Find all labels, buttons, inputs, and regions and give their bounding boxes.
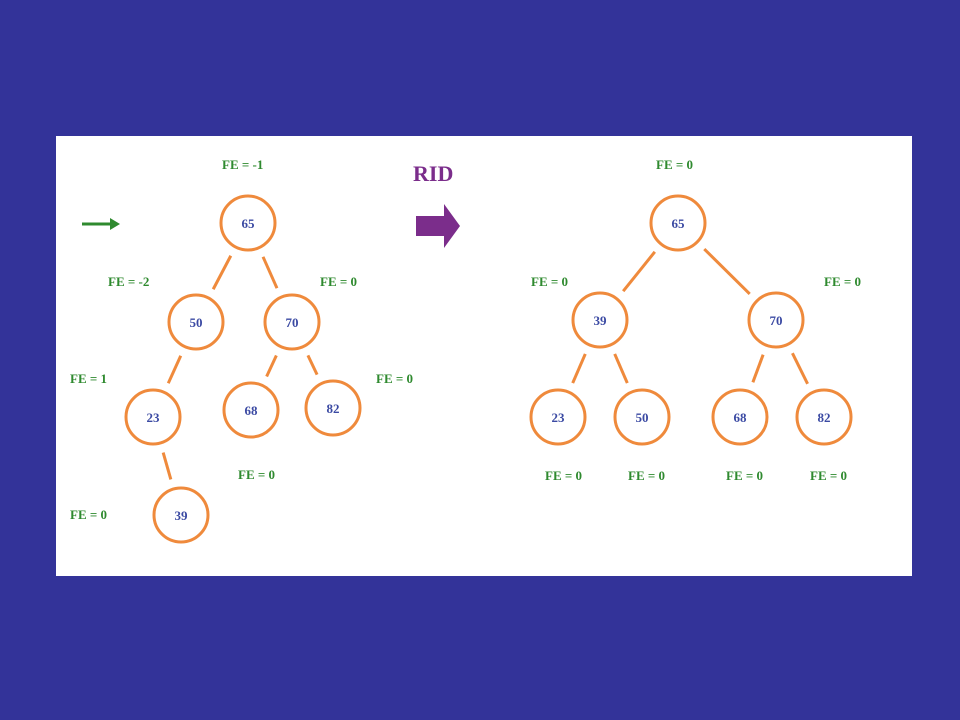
right-tree-node-circle — [649, 194, 707, 252]
right-tree-node-circle — [529, 388, 587, 446]
right-tree-edge — [571, 353, 587, 384]
left-tree-edge — [166, 355, 183, 384]
right-tree-fe-label-50: FE = 0 — [628, 468, 665, 483]
right-tree-fe-label-65: FE = 0 — [656, 157, 693, 172]
left-tree-node-70: 70 — [263, 293, 321, 351]
right-tree-node-70: 70 — [747, 291, 805, 349]
right-tree-edge — [751, 354, 765, 383]
left-tree-node-23: 23 — [124, 388, 182, 446]
left-tree-node-key: 70 — [286, 315, 299, 330]
right-tree-fe-label-82: FE = 0 — [810, 468, 847, 483]
right-tree-fe-label-68: FE = 0 — [726, 468, 763, 483]
left-tree-node-50: 50 — [167, 293, 225, 351]
left-tree-node-68: 68 — [222, 381, 280, 439]
left-tree-fe-label-70: FE = 0 — [320, 274, 357, 289]
left-tree-edge — [211, 255, 233, 290]
left-tree-node-39: 39 — [152, 486, 210, 544]
left-tree-node-key: 50 — [190, 315, 203, 330]
right-tree-node-key: 82 — [818, 410, 831, 425]
left-tree-node-circle — [124, 388, 182, 446]
left-tree-node-65: 65 — [219, 194, 277, 252]
right-tree-node-circle — [711, 388, 769, 446]
right-tree-node-circle — [747, 291, 805, 349]
rotation-label: RID — [413, 161, 453, 186]
right-tree-fe-label-23: FE = 0 — [545, 468, 582, 483]
left-tree-node-82: 82 — [304, 379, 362, 437]
left-tree-node-circle — [263, 293, 321, 351]
left-tree-node-circle — [304, 379, 362, 437]
right-tree-node-key: 70 — [770, 313, 783, 328]
right-tree-node-39: 39 — [571, 291, 629, 349]
right-tree-node-circle — [571, 291, 629, 349]
left-tree-node-key: 23 — [147, 410, 161, 425]
left-tree-node-key: 39 — [175, 508, 189, 523]
left-tree-fe-label-39: FE = 0 — [70, 507, 107, 522]
left-tree-node-key: 65 — [242, 216, 256, 231]
right-tree-fe-label-39: FE = 0 — [531, 274, 568, 289]
left-tree-node-circle — [152, 486, 210, 544]
pointer-arrow-icon — [82, 218, 120, 230]
right-tree-node-circle — [795, 388, 853, 446]
left-tree-fe-label-65: FE = -1 — [222, 157, 263, 172]
right-tree-node-key: 23 — [552, 410, 566, 425]
left-tree-fe-label-82: FE = 0 — [376, 371, 413, 386]
left-tree-fe-label-23: FE = 1 — [70, 371, 107, 386]
right-tree-node-key: 68 — [734, 410, 748, 425]
right-tree-edge — [613, 353, 629, 384]
left-tree-node-key: 68 — [245, 403, 259, 418]
right-tree-node-key: 39 — [594, 313, 608, 328]
right-tree-node-65: 65 — [649, 194, 707, 252]
right-tree-fe-label-70: FE = 0 — [824, 274, 861, 289]
right-tree-node-key: 65 — [672, 216, 686, 231]
left-tree-fe-label-50: FE = -2 — [108, 274, 149, 289]
right-tree-node-key: 50 — [636, 410, 649, 425]
left-tree-node-circle — [219, 194, 277, 252]
transition-arrow-icon — [416, 204, 460, 248]
right-tree-node-50: 50 — [613, 388, 671, 446]
right-tree-node-82: 82 — [795, 388, 853, 446]
left-tree-edge — [265, 354, 278, 378]
left-tree-node-circle — [222, 381, 280, 439]
right-tree-edge — [622, 250, 656, 293]
right-tree-node-23: 23 — [529, 388, 587, 446]
right-tree-node-68: 68 — [711, 388, 769, 446]
right-tree-edge — [703, 247, 751, 296]
left-tree-node-key: 82 — [327, 401, 340, 416]
left-tree-edge — [161, 452, 173, 480]
left-tree-edge — [261, 256, 279, 289]
nodes-layer: 65 50 70 23 68 82 39 65 39 70 23 50 68 82 — [124, 194, 853, 544]
right-tree-node-circle — [613, 388, 671, 446]
fe-labels-layer: FE = -1 FE = -2 FE = 0 FE = 1 FE = 0 FE = 0 FE… — [70, 157, 861, 522]
left-tree-fe-label-68: FE = 0 — [238, 467, 275, 482]
left-tree-edge — [306, 354, 319, 376]
right-tree-edge — [791, 352, 809, 385]
left-tree-node-circle — [167, 293, 225, 351]
edges-layer — [161, 247, 809, 480]
